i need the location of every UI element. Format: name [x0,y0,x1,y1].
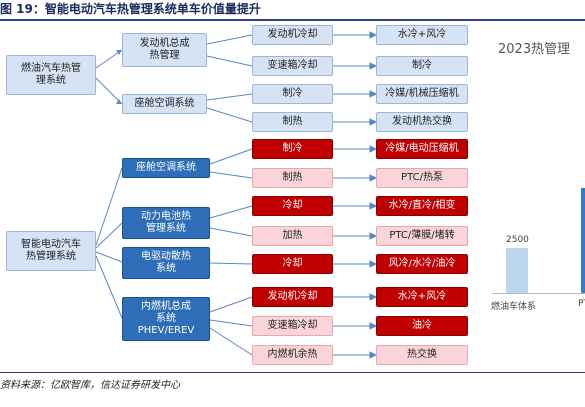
arrowhead [369,322,378,330]
arrowhead [116,99,122,104]
detail-water-direct-phase: 水冷/直冷/相变 [376,196,468,216]
bottom-rule [0,372,585,373]
subsystem-ev-cabin-ac: 座舱空调系统 [122,158,210,178]
detail-water-air-cooling: 水冷+风冷 [376,25,468,45]
item-ev-cooling: 制冷 [252,139,333,159]
title-rule [0,19,585,21]
connector [206,55,253,67]
subsystem-battery-thermal: 动力电池热 管理系统 [122,207,210,239]
arrowhead [369,293,378,301]
arrowhead [369,232,378,240]
chart-title: 2023热管理 [498,42,571,57]
detail-ice-water-air: 水冷+风冷 [376,287,468,307]
root-smart-ev: 智能电动汽车 热管理系统 [6,231,96,271]
detail-ptc-heat-pump: PTC/热泵 [376,168,468,188]
connector [95,222,123,249]
category-label-fuel: 燃油车体系 [491,302,537,312]
item-ice-gearbox-cooling: 变速箱冷却 [252,316,333,336]
subsystem-ice-phev-erev: 内燃机总成 系统 PHEV/EREV [122,297,210,341]
arrowhead [369,145,378,153]
arrowhead [369,174,378,182]
connector [95,255,123,319]
item-battery-heating: 加热 [252,226,333,246]
connector [209,227,253,237]
bar-fuel-system [506,248,528,293]
category-label-pt: PT [578,299,585,309]
connector [206,93,253,101]
arrowhead [116,50,122,55]
detail-oil-cooling: 油冷 [376,316,468,336]
item-heating: 制热 [252,112,333,132]
connector [209,327,253,356]
item-ice-waste-heat: 内燃机余热 [252,345,333,365]
arrowhead [369,118,378,126]
item-engine-cooling: 发动机冷却 [252,25,333,45]
arrowhead [369,202,378,210]
detail-mechanical-compressor: 冷媒/机械压缩机 [376,84,468,104]
figure-title: 图 19：智能电动汽车热管理系统单车价值量提升 [0,2,261,16]
connector [206,107,253,123]
detail-electric-compressor: 冷媒/电动压缩机 [376,139,468,159]
arrowhead [369,31,378,39]
arrowhead [369,90,378,98]
detail-ptc-film-stall: PTC/薄膜/堵转 [376,226,468,246]
detail-air-water-oil: 风冷/水冷/油冷 [376,254,468,274]
connector [209,262,253,265]
detail-engine-heat-exchange: 发动机热交换 [376,112,468,132]
chart-x-axis [492,293,585,294]
item-gearbox-cooling: 变速箱冷却 [252,56,333,76]
connector [95,49,123,69]
item-battery-cooling: 冷却 [252,196,333,216]
item-ice-engine-cooling: 发动机冷却 [252,287,333,307]
connector [95,77,123,105]
item-e-drive-cooling: 冷却 [252,254,333,274]
connector [209,148,253,165]
source-note: 资料来源：亿欧智库，信达证券研发中心 [0,380,180,391]
connector [209,205,253,219]
arrowhead [369,62,378,70]
subsystem-e-drive-cooling: 电驱动散热 系统 [122,247,210,279]
detail-heat-exchange: 热交换 [376,345,468,365]
item-cooling: 制冷 [252,84,333,104]
connector [95,251,123,263]
detail-refrigeration: 制冷 [376,56,468,76]
bar-data-label: 2500 [506,235,529,245]
connector [95,167,123,246]
arrowhead [369,260,378,268]
connector [209,171,253,179]
item-ev-heating: 制热 [252,168,333,188]
connector [206,34,253,45]
connector [209,296,253,313]
subsystem-cabin-ac: 座舱空调系统 [122,94,207,114]
arrowhead [369,351,378,359]
subsystem-engine-assembly: 发动机总成 热管理 [122,33,207,67]
bar-pt [581,188,585,293]
connector [209,319,253,327]
root-fuel-vehicle: 燃油汽车热管 理系统 [6,55,96,95]
